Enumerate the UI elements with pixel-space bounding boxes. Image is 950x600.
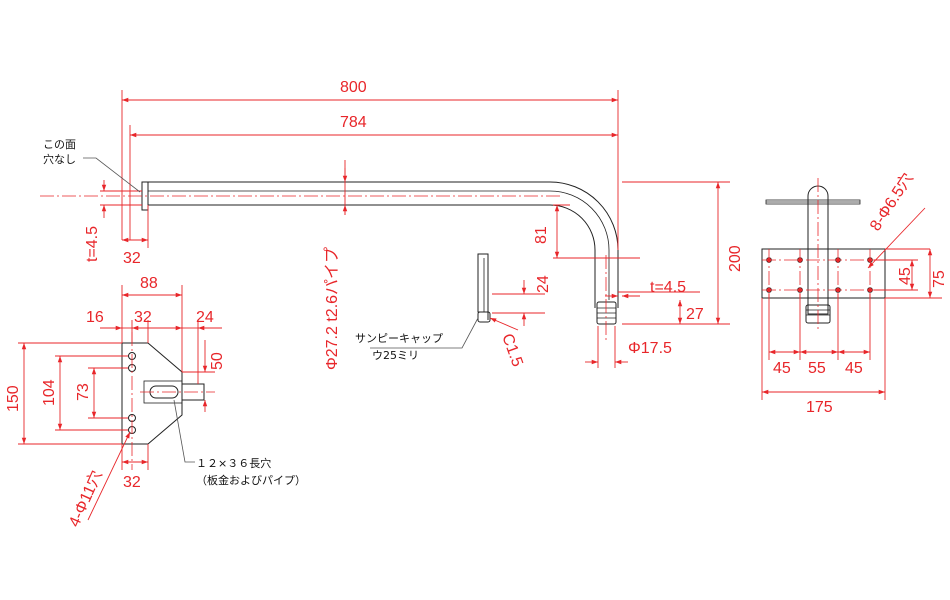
dim-end-diameter: Φ17.5 [628, 340, 672, 357]
dim-front-45-left: 45 [773, 360, 791, 377]
dim-plate-16: 16 [86, 309, 104, 326]
pipe-wall-line [148, 190, 610, 300]
dim-plate-holes: 4-Φ11穴 [65, 468, 106, 530]
dim-plate-150: 150 [5, 385, 22, 412]
pipe-outer-line [148, 181, 619, 308]
plate-view: 88 16 32 24 50 150 104 73 32 [5, 275, 306, 530]
dim-front-45-right: 45 [845, 360, 863, 377]
note-leader-slot [173, 399, 195, 463]
note-cap-1: サンピーキャップ [355, 332, 443, 345]
note-slot-1: １２×３６長穴 [196, 456, 271, 470]
dim-plate-32-bottom: 32 [123, 474, 141, 491]
dim-plate-offset: 32 [123, 250, 141, 267]
front-plate [761, 248, 886, 299]
dim-81: 81 [533, 226, 550, 244]
dim-front-175: 175 [806, 399, 833, 416]
dim-front-55: 55 [808, 360, 826, 377]
dim-200: 200 [727, 245, 744, 272]
note-leader-no-hole [83, 157, 141, 193]
dim-plate-24: 24 [196, 309, 214, 326]
dim-plate-88: 88 [140, 275, 158, 292]
dim-800: 800 [340, 79, 367, 96]
dim-cap-24: 24 [535, 275, 552, 293]
dim-front-75: 75 [931, 270, 948, 288]
dim-plate-104: 104 [41, 379, 58, 406]
side-view: 800 784 t=4.5 32 Φ27.2 t2.6パイプ 81 200 [40, 79, 744, 370]
cap-end [477, 311, 491, 323]
note-no-hole-1: この面 [43, 138, 76, 151]
dim-end-thickness: t=4.5 [650, 279, 686, 296]
note-slot-2: （板金およびパイプ） [196, 473, 306, 487]
front-pipe [807, 185, 829, 315]
dim-plate-thickness: t=4.5 [84, 226, 101, 262]
dim-plate-32-top: 32 [134, 309, 152, 326]
dim-plate-73: 73 [75, 383, 92, 401]
plate-holes-leader [87, 431, 131, 521]
dim-pipe-spec: Φ27.2 t2.6パイプ [323, 247, 341, 370]
note-no-hole-2: 穴なし [43, 152, 76, 166]
dim-front-45-side: 45 [897, 267, 914, 285]
dim-plate-50: 50 [209, 352, 226, 370]
front-holes-leader [867, 207, 926, 269]
note-cap-2: ウ25ミリ [372, 349, 419, 362]
dim-chamfer: C1.5 [498, 332, 526, 370]
dim-27: 27 [686, 306, 704, 323]
dim-784: 784 [340, 114, 367, 131]
cap-detail: 24 C1.5 サンピーキャップ ウ25ミリ [355, 253, 552, 370]
cap-plate [477, 253, 489, 313]
note-leader-cap [370, 317, 479, 349]
front-view: 8-Φ6.5穴 45 75 45 55 45 175 [761, 170, 948, 416]
pipe-inner-line [148, 204, 596, 308]
